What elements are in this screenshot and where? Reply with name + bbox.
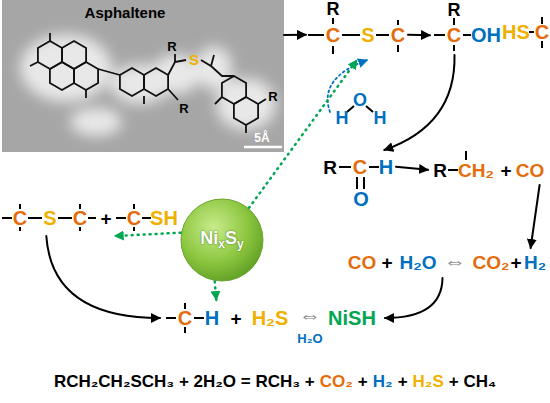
chem-label: +: [500, 161, 511, 180]
molecule-structure: [30, 33, 266, 133]
reaction-arrow: [531, 185, 540, 248]
chem-label: +: [510, 253, 521, 272]
chem-label: NiSH: [328, 308, 376, 328]
decarbonylation-products: R CH₂ + CO: [428, 145, 548, 185]
afm-image-panel: AsphalteneRSRR5Å: [2, 0, 284, 152]
chem-label: ⇔: [299, 305, 321, 327]
chem-label: C: [391, 25, 405, 45]
chem-label: OH: [471, 25, 501, 45]
equation-part: H₂: [373, 372, 393, 392]
catalysis-arrow: [215, 281, 217, 300]
chem-label: SH: [150, 208, 178, 228]
chem-label: C: [535, 22, 549, 42]
chem-label: H: [205, 308, 219, 328]
sulfide-thiol-pair: CSC+CSH: [0, 202, 185, 236]
chem-label: O: [353, 189, 369, 209]
catalyst-label: Ni: [200, 228, 218, 248]
chem-label: H: [336, 109, 349, 127]
chem-label: CO: [348, 253, 377, 272]
catalyst-label: x: [218, 238, 225, 252]
equation-part: +: [398, 372, 408, 392]
chem-label: C: [353, 157, 367, 177]
chem-label: CO₂: [473, 253, 510, 272]
chem-label: H₂O: [297, 332, 322, 345]
reaction-arrow: [408, 34, 430, 36]
chem-label: R: [327, 0, 340, 18]
equation-part: CO₂: [320, 372, 353, 392]
chem-label: R: [433, 161, 447, 180]
afm-image: [2, 0, 284, 152]
chem-label: S: [361, 25, 374, 45]
reaction-arrow: [384, 55, 454, 150]
catalyst-circle: NixSy: [180, 198, 264, 282]
chem-label: C: [178, 308, 192, 328]
chem-label: S: [43, 208, 56, 228]
chem-label: H: [379, 157, 393, 177]
chem-label: ⇔: [444, 251, 466, 273]
water-molecule: HOH: [330, 88, 394, 128]
aldehyde-group: RCHO: [318, 150, 396, 210]
catalyst-label: y: [237, 238, 244, 252]
reaction-arrow: [284, 34, 306, 36]
scale-bar: [244, 146, 282, 149]
catalysis-arrow: [328, 60, 368, 112]
chem-label: C: [326, 25, 340, 45]
chem-label: R: [179, 102, 188, 115]
equation-part: RCH₂CH₂SCH₃ + 2H₂O = RCH₃ +: [54, 372, 315, 392]
overall-equation: RCH₂CH₂SCH₃ + 2H₂O = RCH₃ +CO₂+H₂+H₂S+ C…: [0, 372, 550, 392]
chem-label: CO: [516, 161, 545, 180]
catalysis-arrow: [115, 233, 181, 236]
chem-label: R: [323, 158, 337, 177]
thioether-group: RCSC: [306, 0, 408, 60]
chem-label: H₂: [524, 253, 546, 272]
chem-label: 5Å: [254, 132, 269, 144]
chem-label: H: [374, 109, 387, 127]
chem-label: S: [189, 52, 199, 67]
chem-label: H₂O: [400, 253, 437, 272]
chem-label: R: [167, 40, 176, 53]
chem-label: CH₂: [458, 161, 494, 180]
chem-label: +: [100, 209, 111, 228]
chem-label: +: [381, 253, 392, 272]
chem-label: C: [447, 25, 461, 45]
equation-part: + CH₄: [449, 372, 496, 392]
reaction-arrow: [385, 278, 443, 318]
catalyst-label: S: [225, 228, 237, 248]
chem-label: C: [13, 208, 27, 228]
water-gas-shift: CO+H₂O⇔CO₂+H₂: [340, 248, 545, 278]
equation-part: +: [358, 372, 368, 392]
chem-label: R: [448, 1, 461, 19]
catalysis-arrow: [249, 60, 357, 208]
reaction-arrow: [396, 167, 428, 170]
chem-label: H₂S: [252, 308, 289, 328]
chem-label: C: [73, 208, 87, 228]
chem-label: HS: [502, 22, 530, 42]
chem-label: +: [230, 309, 241, 328]
equation-part: H₂S: [413, 372, 444, 392]
panel-heading: Asphaltene: [85, 5, 166, 20]
chem-label: R: [268, 90, 277, 103]
chem-label: O: [353, 91, 367, 109]
reaction-arrow: [46, 236, 160, 318]
thiol-group: HSC: [498, 14, 550, 52]
chemical-bonds: [2, 17, 542, 333]
chem-label: C: [127, 208, 141, 228]
alcohol-group: RC OH: [430, 0, 500, 55]
hydrogenolysis-products: CH + H₂S ⇔ NiSH H₂O: [160, 300, 385, 350]
